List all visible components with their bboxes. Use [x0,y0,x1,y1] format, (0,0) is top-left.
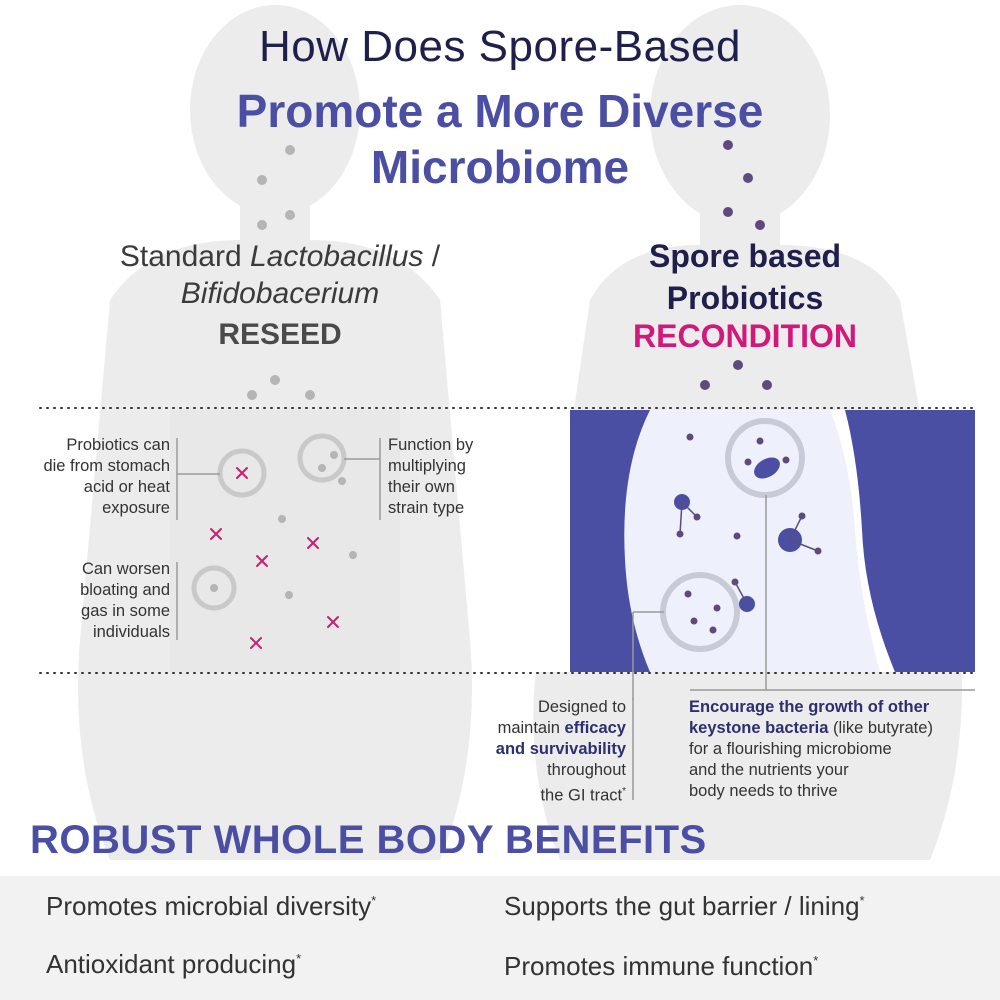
note-line: Can worsen [81,560,170,578]
note-line: and survivability [495,740,626,758]
note-line: bloating and [80,581,170,599]
note-line: strain type [388,499,465,517]
note-line: Designed to [537,698,626,716]
note-line: exposure [102,499,170,517]
left-callout-lines [176,438,381,640]
benefit-immune-function: Promotes immune function* [504,951,819,981]
benefits-title: ROBUST WHOLE BODY BENEFITS [30,818,707,862]
note-line: the GI tract* [540,786,626,805]
title-line-1: How Does Spore-Based [258,22,741,71]
dead-bacteria-x-marks [210,467,339,649]
note-multiplying: Function by multiplying their own strain… [388,435,508,519]
right-gut-contents [660,418,822,652]
note-line: die from stomach [43,457,170,475]
left-heading-line-1: Standard Lactobacillus / [119,240,441,273]
benefit-microbial-diversity: Promotes microbial diversity* [46,891,377,921]
left-label-reseed: RESEED [218,318,342,351]
note-line: Probiotics can [66,436,170,454]
note-line: multiplying [388,457,466,475]
note-line: individuals [92,623,170,641]
note-line: for a flourishing microbiome [689,740,892,758]
left-heading-line-2: Bifidobacerium [180,277,380,310]
note-line: Encourage the growth of other [689,698,930,716]
benefit-gut-barrier: Supports the gut barrier / lining* [504,891,865,921]
title-line-2: Promote a More Diverse [236,85,764,137]
note-line: body needs to thrive [689,782,838,800]
benefit-antioxidant: Antioxidant producing* [46,949,302,979]
benefits-panel [0,876,1000,1000]
note-line: acid or heat [83,478,170,496]
left-gut-contents [191,433,357,611]
right-gut-panel [510,410,975,672]
right-label-recondition: RECONDITION [633,318,857,354]
note-line: and the nutrients your [689,761,849,779]
right-heading-line-1: Spore based [648,238,842,274]
note-bloating: Can worsen bloating and gas in some indi… [0,559,170,643]
note-line: Function by [388,436,474,454]
title-line-3: Microbiome [370,141,630,193]
note-keystone: Encourage the growth of other keystone b… [689,697,989,802]
left-falling-dots [247,145,315,400]
left-gut-panel [170,410,400,672]
note-line: throughout [547,761,626,779]
note-stomach-acid: Probiotics can die from stomach acid or … [0,435,170,519]
right-callout-lines [632,495,975,800]
note-efficacy: Designed to maintain efficacy and surviv… [440,697,626,807]
note-line: maintain efficacy [497,719,626,737]
note-line: gas in some [81,602,170,620]
right-heading-line-2: Probiotics [666,280,824,316]
right-falling-dots [700,140,772,390]
note-line: their own [388,478,455,496]
note-line: keystone bacteria (like butyrate) [689,719,933,737]
